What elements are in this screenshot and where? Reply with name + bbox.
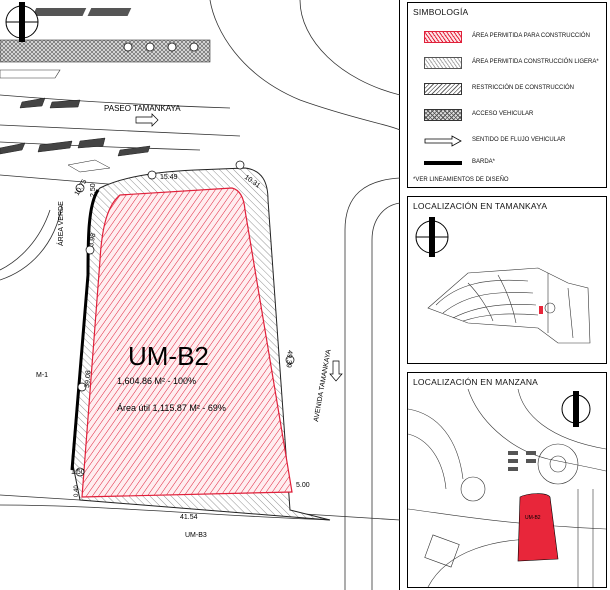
- neighbor-label-left: M-1: [36, 372, 48, 379]
- lot-location-marker: [539, 306, 543, 314]
- legend-label: ÁREA PERMITIDA CONSTRUCCIÓN LIGERA*: [472, 59, 599, 65]
- locator-manzana-title: LOCALIZACIÓN EN MANZANA: [413, 377, 539, 387]
- dimension-right-long: 49.39: [284, 350, 293, 368]
- street-label-avenida: AVENIDA TAMANKAYA: [313, 349, 333, 423]
- parking-strip: [0, 8, 211, 79]
- dimension-markers: [75, 160, 295, 477]
- legend-item-restriction: RESTRICCIÓN DE CONSTRUCCIÓN: [414, 83, 606, 97]
- dimension-left-bottom: 1.50: [71, 469, 85, 476]
- dimension-bottom: 41.54: [180, 514, 198, 521]
- legend-label: ÁREA PERMITIDA PARA CONSTRUCCIÓN: [472, 33, 590, 39]
- diagonal-hatch-swatch-icon: [424, 83, 462, 95]
- street-label-area-verde: ÁREA VERDE: [56, 201, 65, 246]
- thick-line-icon: [424, 161, 462, 165]
- site-plan-map: PASEO TAMANKAYA ÁREA VERDE AVENIDA TAMAN…: [0, 0, 400, 590]
- site-plan-svg: PASEO TAMANKAYA ÁREA VERDE AVENIDA TAMAN…: [0, 0, 400, 590]
- lot-area-total: 1,604.86 M² - 100%: [117, 376, 196, 386]
- legend-label: SENTIDO DE FLUJO VEHICULAR: [472, 137, 566, 143]
- legend-title: SIMBOLOGÍA: [413, 7, 469, 17]
- dimension-left-long: 39.08: [84, 370, 93, 388]
- traffic-islands: [0, 97, 151, 173]
- legend-item-access: ACCESO VEHICULAR: [414, 109, 606, 123]
- locator-tamankaya-title: LOCALIZACIÓN EN TAMANKAYA: [413, 201, 548, 211]
- north-arrow-icon: [415, 217, 449, 257]
- crosshatch-swatch-icon: [424, 109, 462, 121]
- north-arrow-icon: [561, 391, 591, 427]
- arrow-outline-icon: [424, 135, 462, 147]
- locator-manzana-map: UM-B2: [408, 389, 606, 587]
- flow-arrow-icon: [135, 113, 159, 127]
- legend-item-flow: SENTIDO DE FLUJO VEHICULAR: [414, 135, 606, 149]
- neighbor-label-bottom: UM-B3: [185, 532, 207, 539]
- legend-label: RESTRICCIÓN DE CONSTRUCCIÓN: [472, 85, 575, 91]
- legend-item-wall: BARDA*: [414, 157, 606, 171]
- lot-location-highlight: [517, 493, 559, 562]
- legend-item-light: ÁREA PERMITIDA CONSTRUCCIÓN LIGERA*: [414, 57, 606, 71]
- locator-tamankaya-map: [415, 217, 591, 344]
- buildable-area: [81, 187, 293, 498]
- light-hatch-swatch-icon: [424, 57, 462, 69]
- legend-note: *VER LINEAMIENTOS DE DISEÑO: [413, 177, 509, 183]
- flow-arrow-icon: [329, 360, 343, 382]
- road-network: [0, 0, 400, 590]
- dimension-top: 15.49: [160, 174, 178, 181]
- legend-panel: SIMBOLOGÍA ÁREA PERMITIDA PARA CONSTRUCC…: [407, 2, 607, 188]
- locator-tamankaya-panel: LOCALIZACIÓN EN TAMANKAYA: [407, 196, 607, 364]
- legend-item-buildable: ÁREA PERMITIDA PARA CONSTRUCCIÓN: [414, 31, 606, 45]
- dimension-bottom-left-small: 0.40: [74, 485, 80, 497]
- legend-label: BARDA*: [472, 159, 496, 165]
- lot-area-util: Área útil 1,115.87 M² - 69%: [117, 403, 226, 413]
- lot-location-label: UM-B2: [525, 515, 541, 521]
- legend-label: ACCESO VEHICULAR: [472, 111, 534, 117]
- north-arrow-icon: [5, 2, 39, 42]
- dimension-bottom-right: 5.00: [296, 482, 310, 489]
- red-hatch-swatch-icon: [424, 31, 462, 43]
- street-label-paseo: PASEO TAMANKAYA: [104, 104, 181, 113]
- dimension-left-small: 3.98: [88, 233, 97, 248]
- locator-manzana-panel: LOCALIZACIÓN EN MANZANA U: [407, 372, 607, 588]
- boundary-wall: [70, 189, 100, 471]
- dimension-left-top: 2.50: [90, 183, 97, 197]
- lot-label: UM-B2: [128, 341, 209, 371]
